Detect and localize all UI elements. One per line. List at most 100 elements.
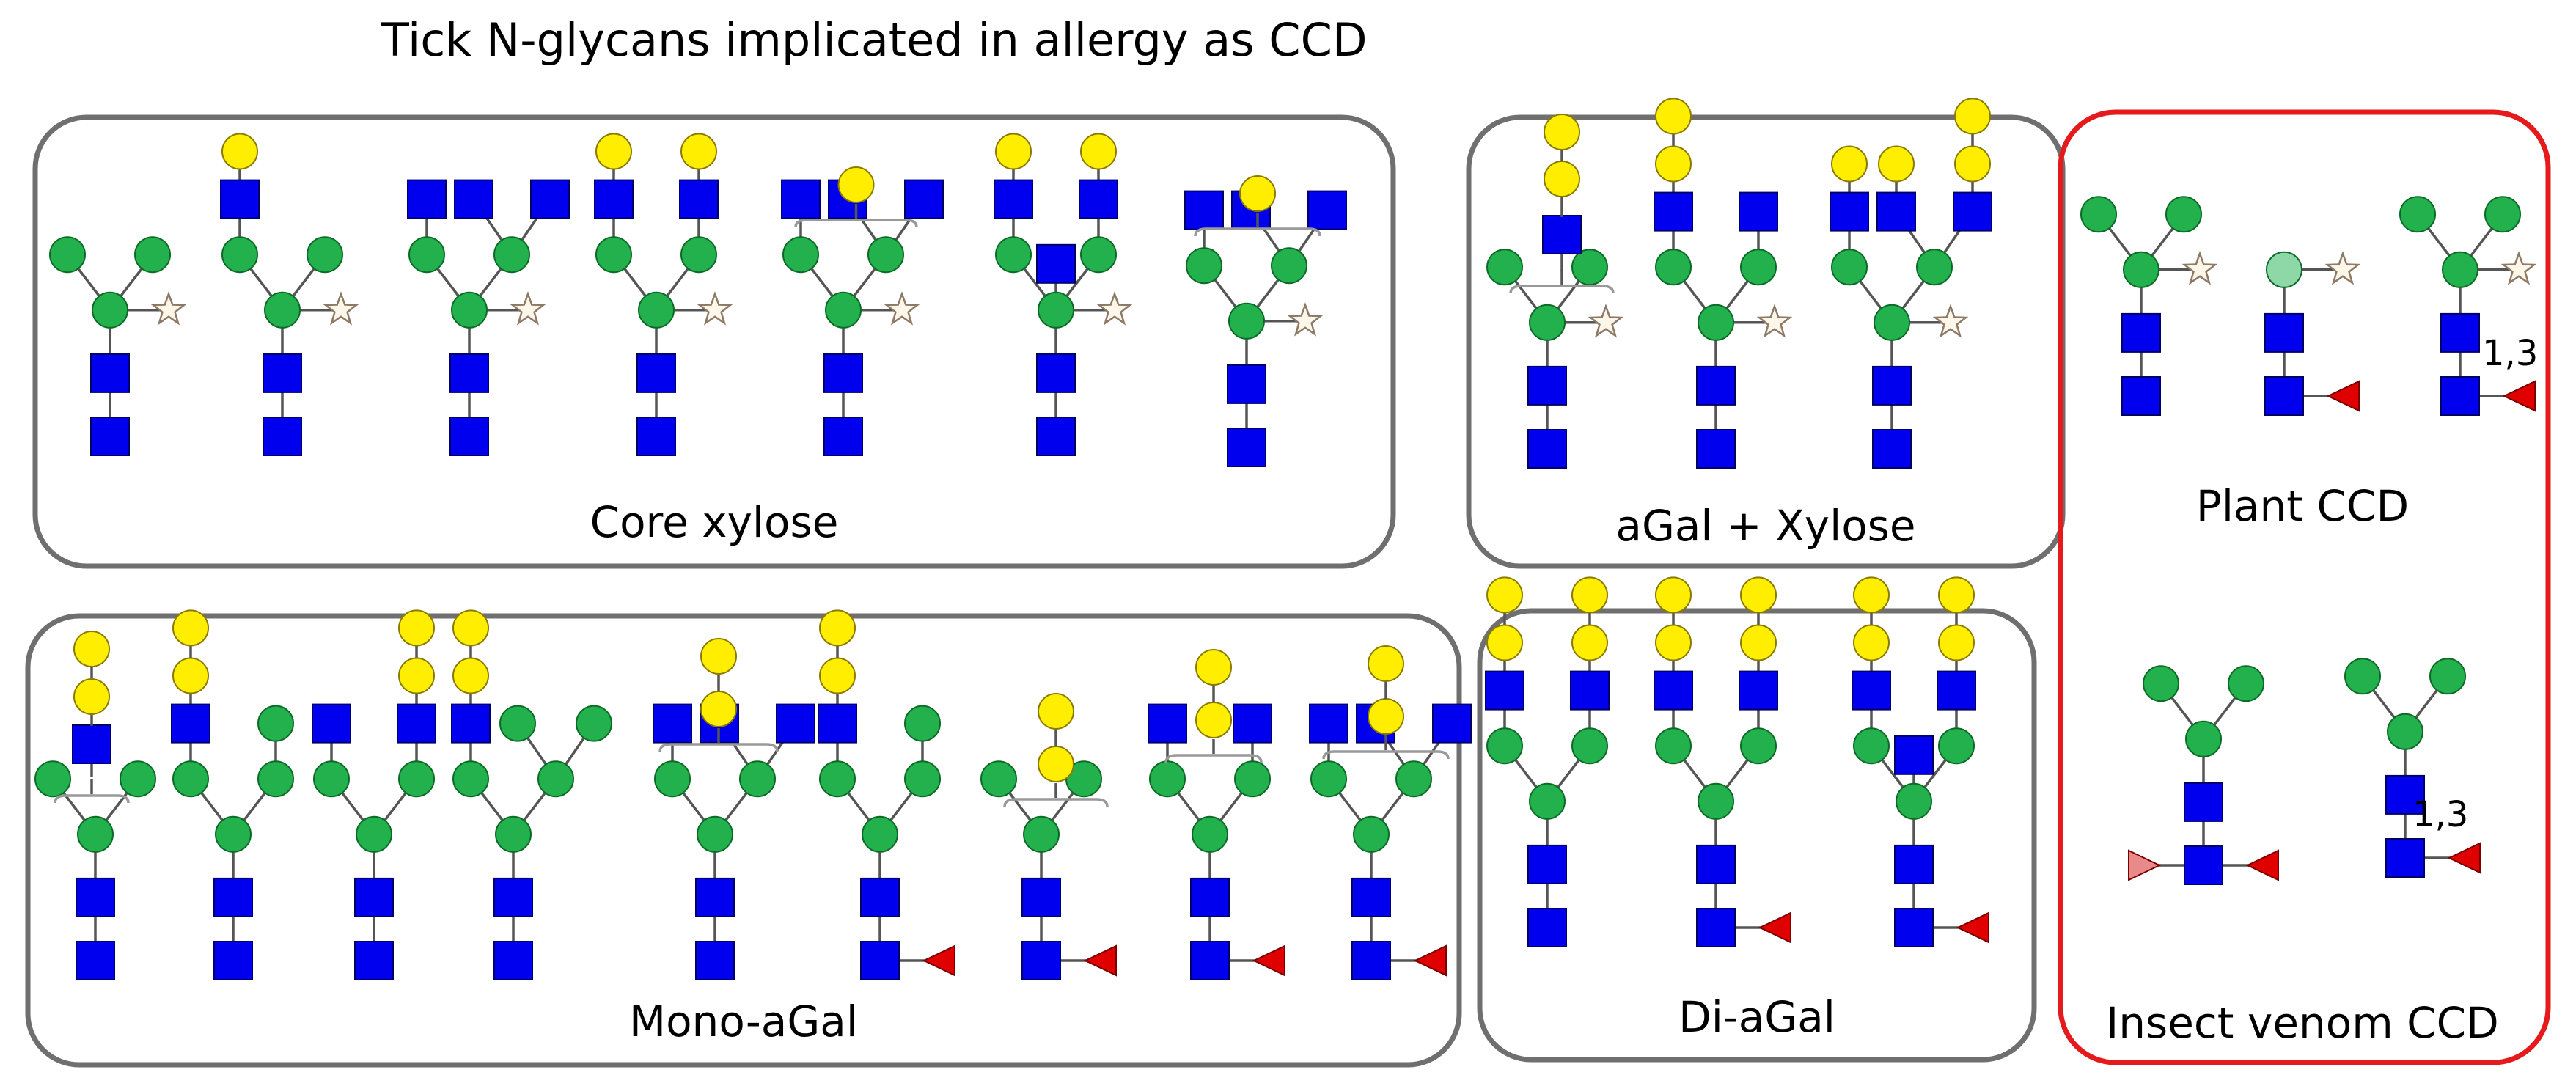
mannose-circle-icon [1698, 782, 1734, 820]
galactose-circle-icon [73, 678, 110, 715]
glcnac-square-icon [1527, 429, 1567, 469]
mannose-circle-icon [34, 760, 71, 798]
fucose-triangle-icon [922, 944, 955, 977]
xylose-star-icon [884, 291, 920, 326]
mannose-circle-icon [680, 236, 717, 274]
galactose-circle-icon [172, 657, 209, 694]
mannose-circle-icon [313, 760, 350, 798]
fucose-triangle-icon [1758, 911, 1791, 944]
antenna-bracket [794, 219, 918, 228]
galactose-circle-icon [995, 133, 1032, 170]
glcnac-square-icon [171, 703, 210, 744]
mannose-circle-icon [1529, 304, 1566, 341]
glcnac-square-icon [1872, 429, 1912, 469]
fucose-triangle-icon [2447, 842, 2481, 874]
glcnac-square-icon [1184, 190, 1224, 230]
fucose-triangle-icon [2502, 380, 2536, 412]
mannose-circle-icon [2080, 196, 2117, 233]
xylose-star-icon [2500, 251, 2537, 285]
glcnac-square-icon [1351, 941, 1391, 980]
glcnac-square-icon [354, 877, 394, 917]
fucose-triangle-icon [2128, 849, 2162, 881]
mannose-circle-icon [2228, 665, 2264, 702]
glcnac-square-icon [1542, 215, 1582, 254]
mannose-circle-icon [451, 291, 488, 329]
mannose-circle-icon [1271, 247, 1307, 285]
mannose-circle-icon [1571, 249, 1608, 286]
mannose-circle-icon [1916, 249, 1953, 286]
mannose-circle-icon [495, 815, 532, 853]
glcnac-square-icon [1233, 703, 1272, 744]
mannose-circle-icon [1038, 291, 1074, 329]
glcnac-square-icon [76, 877, 115, 917]
di-agal-label: Di-aGal [1678, 992, 1835, 1042]
galactose-circle-icon [452, 609, 489, 647]
mannose-circle-icon [819, 760, 856, 798]
mannose-circle-icon [1149, 760, 1186, 798]
mannose-circle-icon [995, 236, 1032, 274]
glcnac-square-icon [1696, 844, 1736, 884]
glcnac-square-icon [312, 703, 351, 744]
mannose-circle-icon [398, 760, 435, 798]
galactose-circle-icon [1038, 693, 1074, 730]
galactose-circle-icon [1486, 624, 1523, 661]
mannose-circle-icon [1938, 727, 1975, 765]
galactose-circle-icon [1954, 145, 1991, 183]
glcnac-square-icon [781, 179, 821, 219]
glcnac-square-icon [1190, 877, 1230, 917]
mannose-circle-icon [1874, 304, 1910, 341]
glcnac-square-icon [2440, 312, 2480, 353]
mannose-circle-icon [1896, 782, 1932, 820]
glcnac-square-icon [493, 877, 533, 917]
glcnac-square-icon [1227, 364, 1266, 404]
fucose-triangle-icon [2326, 380, 2360, 412]
glcnac-square-icon [1527, 908, 1567, 947]
mono-agal-label: Mono-aGal [629, 997, 858, 1046]
mannose-circle-icon [92, 291, 128, 329]
glcnac-square-icon [1696, 365, 1736, 406]
glcnac-square-icon [1036, 353, 1076, 393]
glcnac-square-icon [1036, 243, 1076, 284]
mannose-circle-icon [2387, 713, 2423, 750]
mannose-circle-icon [904, 760, 941, 798]
mannose-circle-icon [638, 291, 675, 329]
xylose-star-icon [2324, 251, 2361, 285]
galactose-circle-icon [1195, 649, 1232, 686]
mannose-circle-icon [2442, 251, 2478, 288]
mannose-circle-icon [77, 815, 114, 853]
antenna-bracket [1003, 798, 1109, 807]
xylose-star-icon [510, 291, 546, 326]
figure-title: Tick N-glycans implicated in allergy as … [381, 13, 1368, 67]
mannose-circle-icon [2266, 251, 2302, 288]
glcnac-square-icon [1654, 191, 1693, 232]
glcnac-square-icon [1527, 365, 1567, 406]
glcnac-square-icon [263, 353, 302, 393]
glcnac-square-icon [1227, 428, 1266, 467]
glcnac-square-icon [1894, 735, 1934, 775]
glcnac-square-icon [1021, 941, 1061, 980]
galactose-circle-icon [1368, 645, 1404, 682]
mannose-circle-icon [49, 236, 86, 274]
mannose-circle-icon [257, 760, 294, 798]
mannose-circle-icon [2185, 720, 2222, 757]
glcnac-square-icon [2264, 376, 2304, 416]
mannose-circle-icon [1310, 760, 1347, 798]
mannose-circle-icon [1698, 304, 1734, 341]
galactose-circle-icon [1239, 175, 1276, 212]
plant-ccd-label: Plant CCD [2196, 481, 2409, 531]
galactose-circle-icon [1954, 98, 1991, 135]
glcnac-square-icon [407, 179, 447, 219]
galactose-circle-icon [1740, 576, 1777, 614]
mannose-circle-icon [1740, 249, 1777, 286]
glcnac-square-icon [1953, 191, 1992, 232]
galactose-circle-icon [1831, 145, 1868, 183]
plant-linkage-label: 1,3 [2482, 333, 2538, 374]
glcnac-square-icon [860, 877, 900, 917]
glcnac-square-icon [1830, 191, 1869, 232]
glcnac-square-icon [1937, 670, 1976, 711]
mannose-circle-icon [697, 815, 733, 853]
galactose-circle-icon [1878, 145, 1915, 183]
glcnac-square-icon [1021, 877, 1061, 917]
glcnac-square-icon [2264, 312, 2304, 353]
glcnac-square-icon [2385, 774, 2425, 815]
